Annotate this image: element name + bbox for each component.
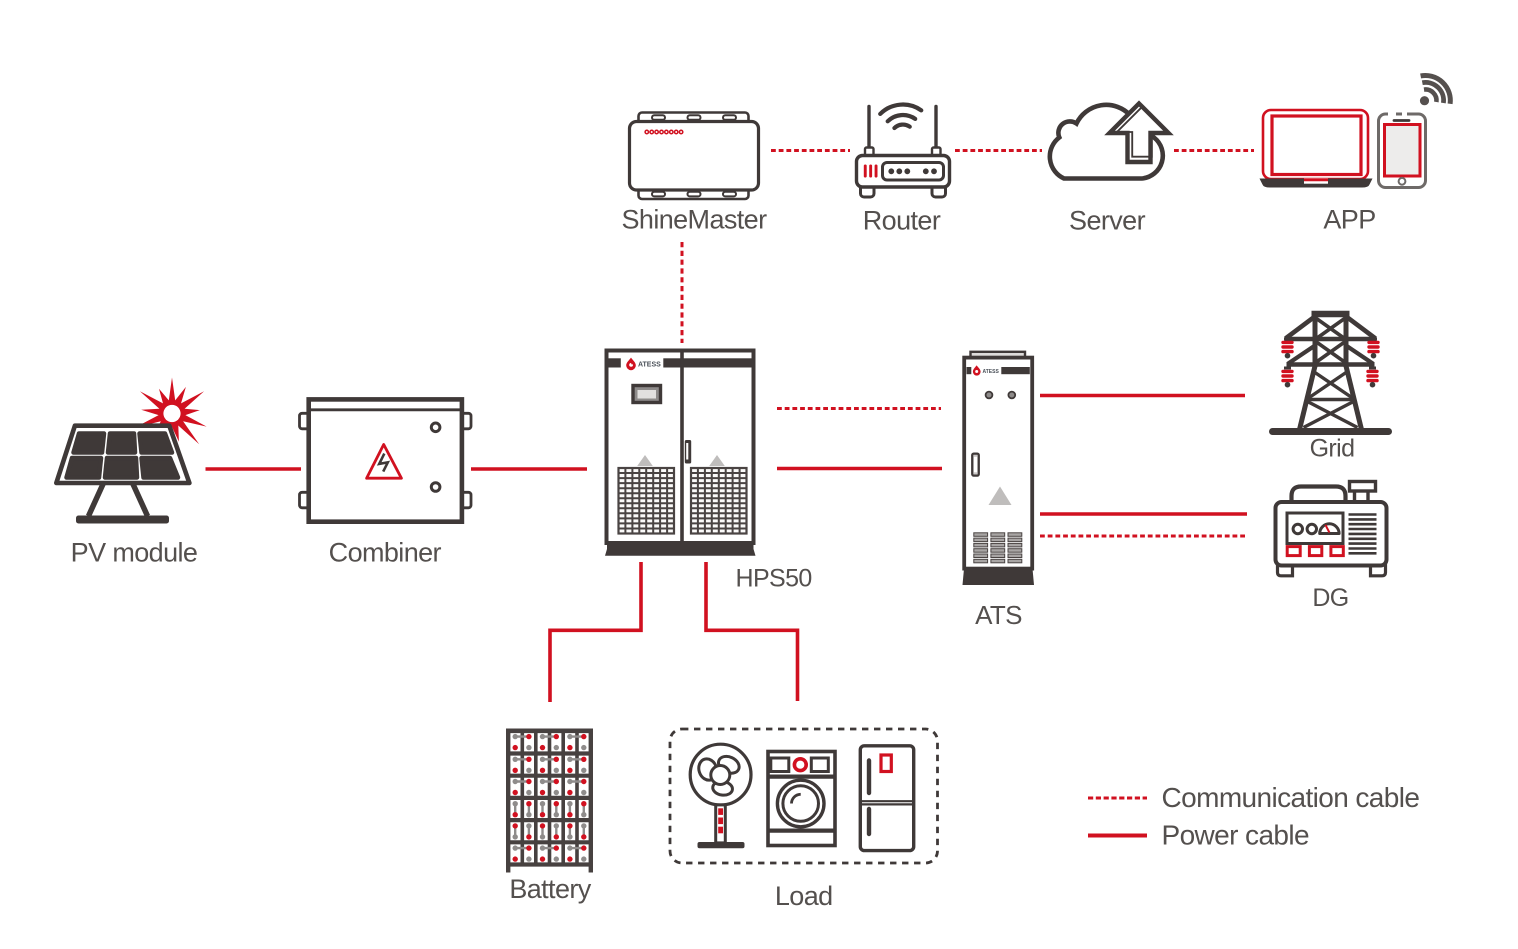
svg-text:Router: Router — [863, 206, 941, 236]
svg-text:ShineMaster: ShineMaster — [622, 205, 768, 235]
svg-text:Communication cable: Communication cable — [1162, 782, 1420, 813]
svg-text:Battery: Battery — [509, 874, 591, 904]
svg-text:Load: Load — [775, 881, 833, 911]
svg-text:ATS: ATS — [975, 600, 1022, 630]
svg-text:Power cable: Power cable — [1162, 820, 1310, 851]
svg-text:Combiner: Combiner — [329, 538, 442, 568]
svg-text:ATESS: ATESS — [638, 362, 661, 369]
svg-text:HPS50: HPS50 — [736, 565, 812, 593]
svg-text:DG: DG — [1312, 584, 1348, 612]
svg-text:PV module: PV module — [71, 538, 198, 568]
svg-text:APP: APP — [1323, 205, 1375, 235]
svg-text:Server: Server — [1069, 206, 1146, 236]
svg-text:ATESS: ATESS — [983, 369, 1000, 375]
svg-text:Grid: Grid — [1310, 435, 1355, 463]
